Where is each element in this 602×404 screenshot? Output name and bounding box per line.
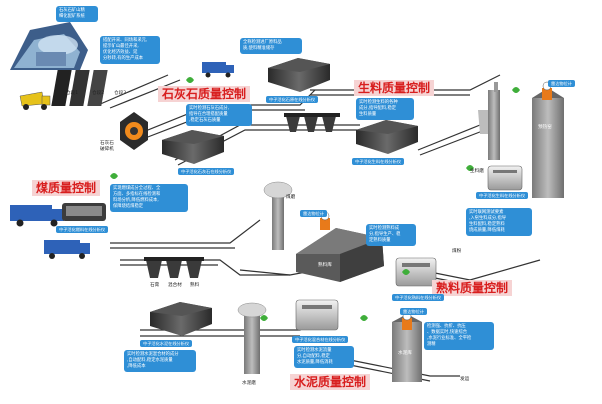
- coal-mill-tower: [263, 181, 293, 250]
- tag-analyzer-lime: 中子活化石灰石在线分析仪: [178, 168, 235, 175]
- coal-machine: [62, 203, 106, 221]
- quarry-note: 搭配开采、同场和采元, 提示矿山最佳开采, 优化经济效益、延 分秒转,有的生产成…: [100, 36, 160, 64]
- note-cement-left: 实时检测水泥混合材的成分 ,自动配料,稳定水泥质量 ,降低成本: [124, 350, 196, 372]
- label-mix: 混合材: [168, 283, 182, 288]
- silo-label-3: 仓段3: [114, 91, 127, 96]
- label-gypsum: 石膏: [150, 283, 160, 288]
- quarry-label: 石灰石矿山精 细化配矿系统: [56, 6, 98, 22]
- title-limestone: 石灰石质量控制: [158, 86, 251, 102]
- preheater-tower: [478, 82, 500, 160]
- tag-sampler-1: 雷达物位计: [548, 80, 575, 87]
- label-ship: 发运: [460, 377, 470, 382]
- label-coal-side: 煤粉: [452, 249, 462, 254]
- analyzer-clinker: [395, 257, 437, 287]
- tag-analyzer-raw: 中子活化生料在线分析仪: [352, 158, 405, 165]
- kiln-silo: [532, 88, 564, 198]
- title-coal: 煤质量控制: [32, 180, 101, 196]
- note-clinker-right: 实时联网测试要素 ,入窑生料成分,指导 生料配料,稳定熟料 烧成质量,降低煤耗: [466, 208, 532, 236]
- note-raw: 实时检测生料的各种 成分,指导配料,稳定 生料质量: [356, 98, 414, 120]
- label-cement-silo: 水泥库: [398, 351, 412, 356]
- hoppers-lime: [284, 113, 340, 132]
- leaf-icons: [110, 39, 520, 321]
- tag-sampler-2: 雷达物位计: [300, 210, 327, 217]
- analyzer-cement: [150, 302, 212, 336]
- label-cement-mill: 水泥磨: [242, 381, 256, 386]
- analyzer-top: [268, 58, 330, 92]
- note-limestone-mid: 实时检测石灰石成分, 指导在合理搭配质量 ,稳定石灰石质量: [186, 104, 252, 126]
- tag-analyzer-coal: 中子活化燃料在线分析仪: [56, 226, 109, 233]
- tag-analyzer-clinker: 中子活化熟料在线分析仪: [392, 294, 445, 301]
- tag-analyzer-xray: 中子活化生料在线分析仪: [476, 192, 529, 199]
- crusher: [120, 112, 148, 150]
- label-clinker-yard: 熟料库: [318, 263, 332, 268]
- tag-analyzer-mix: 中子活化混合材在线分析仪: [292, 336, 349, 343]
- tag-analyzer-top: 中子活化石原在线分析仪: [266, 96, 319, 103]
- label-clinker: 熟料: [190, 283, 200, 288]
- title-clinker: 熟料质量控制: [432, 280, 513, 296]
- blue-truck-coal: [10, 205, 64, 227]
- tag-analyzer-cement: 中子活化水泥在线分析仪: [140, 340, 193, 347]
- note-coal: 实现燃煤成分全过程、全 方面、多指标在线检测和 料场分析,降低燃料成本, 保障烧…: [110, 184, 188, 212]
- dump-truck: [19, 91, 51, 110]
- tag-sampler-3: 雷达物位计: [400, 308, 427, 315]
- label-raw-mill: 生料磨: [470, 169, 484, 174]
- silo-label-1: 仓段1: [66, 91, 79, 96]
- analyzer-xray: [487, 165, 523, 191]
- blue-truck-top: [202, 62, 234, 78]
- clinker-yard: [296, 228, 384, 282]
- label-coal-mill: 煤磨: [286, 195, 296, 200]
- silo-label-2: 仓段2: [92, 91, 105, 96]
- title-cement: 水泥质量控制: [290, 374, 371, 390]
- hoppers-mix: [144, 257, 204, 278]
- note-cement-mid: 实时检测水泥流量 分,自动配料,稳定 水泥质量,降低消耗: [294, 346, 354, 368]
- note-limestone-top: 全称检测进厂原料品 质,使料精准储存: [240, 38, 302, 54]
- cement-mill: [237, 302, 267, 374]
- label-kiln: 预热窑: [538, 125, 552, 130]
- title-raw: 生料质量控制: [354, 80, 435, 96]
- note-cement-right: 检测强、抗折、抗压 、数据实时,快速综合 ,水泥行业标准、全平检 测精: [424, 322, 494, 350]
- quarry-scene: [10, 22, 108, 106]
- analyzer-raw: [356, 120, 418, 154]
- crusher-label: 石灰石 破碎机: [100, 141, 114, 152]
- analyzer-lime: [162, 130, 224, 164]
- analyzer-mix: [295, 299, 339, 331]
- note-clinker-left: 实时检测熟料成 分,指导生产、稳 定熟料质量: [366, 224, 416, 246]
- blue-truck-mix: [44, 240, 90, 259]
